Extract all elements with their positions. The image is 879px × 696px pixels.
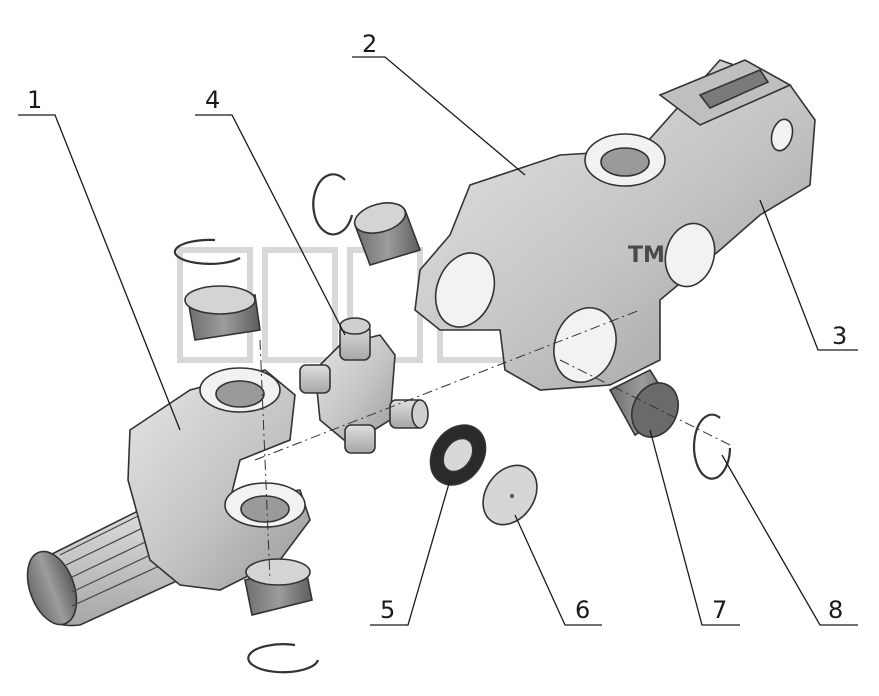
bearing-cup-left-top [184,285,261,341]
part-2-double-yoke [414,59,816,391]
leader-lines [18,56,858,626]
callout-8: 8 [828,596,843,624]
assembly-axis-lines [254,309,731,581]
part-6-washer [482,464,538,526]
bearing-needle-top [353,202,422,266]
part-8-circlip [692,413,732,480]
circlip-bottom [247,643,320,674]
circlip-top-left [173,238,241,265]
part-1-splined-yoke [26,367,311,627]
callout-7: 7 [712,596,727,624]
callout-1: 1 [27,86,42,114]
trademark-label: TM [628,243,665,268]
circlip-top [312,173,354,236]
callout-5: 5 [380,596,395,624]
callout-3: 3 [832,322,847,350]
callout-6: 6 [575,596,590,624]
part-7-bearing-cup [608,368,679,438]
callout-4: 4 [205,86,220,114]
part-4-cross-spider [299,317,429,454]
callout-2: 2 [362,30,377,58]
part-5-seal-ring [429,424,487,486]
bearing-needle-left-bottom [244,558,313,616]
